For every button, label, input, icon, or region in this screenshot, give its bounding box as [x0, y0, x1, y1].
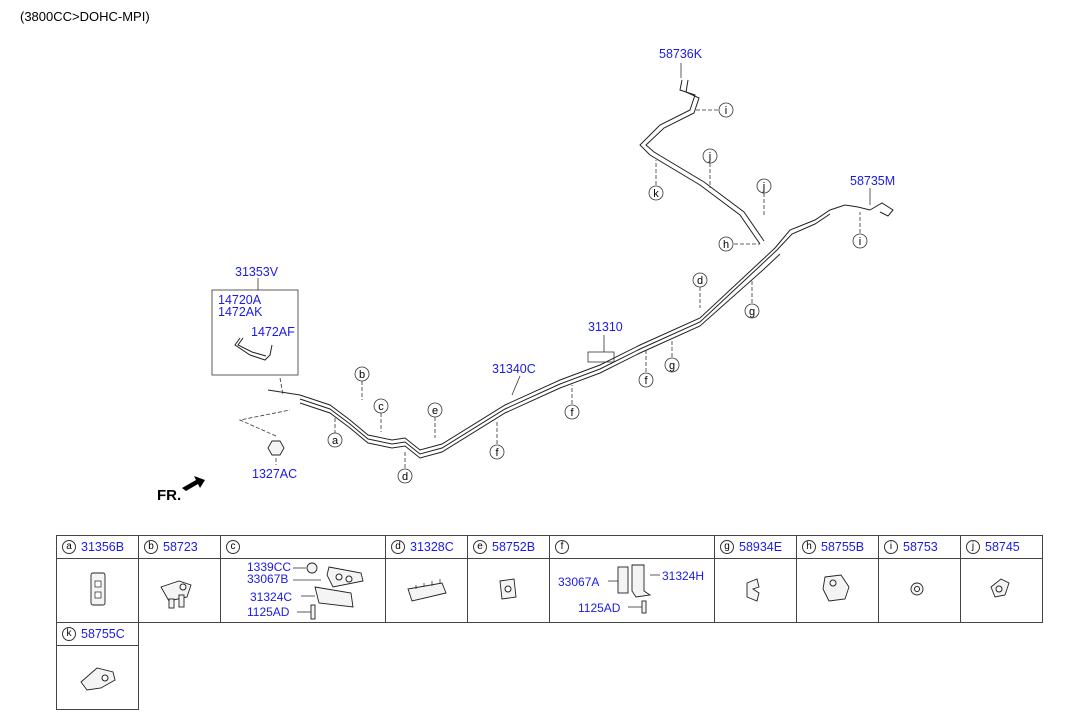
clip-31328C-image [407, 579, 447, 602]
label-31310: 31310 [588, 320, 623, 334]
callout-d-upper: d [692, 272, 708, 308]
legend-f: f 33067A 31324H 1125AD [549, 535, 715, 623]
grommet-58753-image [910, 582, 924, 596]
label-14720A: 14720A [218, 293, 262, 307]
svg-text:i: i [859, 236, 861, 248]
callout-j-2: j [756, 178, 772, 217]
front-direction-label: FR. [157, 487, 181, 504]
callout-d-lower: d [397, 452, 413, 484]
svg-text:f: f [495, 447, 499, 459]
label-58735M: 58735M [850, 174, 895, 188]
clip-58752B-image [499, 578, 517, 600]
label-58736K: 58736K [659, 47, 703, 61]
callout-e: e [427, 402, 443, 438]
callout-h: h [718, 236, 760, 252]
svg-text:j: j [708, 151, 711, 163]
svg-text:d: d [697, 275, 703, 287]
clamp-assembly-f-image [608, 564, 660, 614]
legend-c: c 1339CC 33067B 31324C 1125AD [220, 535, 386, 623]
svg-text:h: h [723, 239, 729, 251]
svg-text:b: b [359, 369, 365, 381]
callout-a: a [327, 418, 343, 448]
fuel-line-diagram: a b c d e f f f g d [157, 47, 895, 504]
svg-text:a: a [332, 435, 339, 447]
label-1472AF: 1472AF [251, 325, 295, 339]
label-1472AK: 1472AK [218, 305, 263, 319]
label-1327AC: 1327AC [252, 467, 297, 481]
callout-g-1: g [664, 340, 680, 373]
main-fuel-pipe [182, 63, 894, 491]
callout-c: c [373, 398, 389, 432]
callout-g-2: g [744, 280, 760, 319]
callout-f-1: f [489, 422, 505, 460]
svg-text:g: g [669, 360, 675, 372]
page-title: (3800CC>DOHC-MPI) [20, 9, 150, 24]
legend-empty [139, 623, 1043, 710]
svg-text:e: e [432, 405, 438, 417]
label-31340C: 31340C [492, 362, 536, 376]
clip-31356B-image [90, 572, 106, 606]
bracket-58723-image [160, 580, 192, 609]
callout-f-2: f [564, 385, 580, 420]
callout-i-2: i [852, 212, 868, 249]
svg-text:k: k [653, 188, 659, 200]
svg-text:f: f [644, 375, 648, 387]
svg-text:i: i [725, 105, 727, 117]
svg-text:f: f [570, 407, 574, 419]
callout-f-3: f [638, 350, 654, 388]
clip-58934E-image [746, 578, 760, 602]
clamp-assembly-c-image [293, 562, 364, 620]
callout-j-1: j [702, 148, 718, 188]
callout-k: k [648, 160, 664, 201]
clip-58755C-image [80, 667, 116, 691]
label-31353V: 31353V [235, 265, 279, 279]
svg-text:d: d [402, 471, 408, 483]
clip-58755B-image [822, 574, 850, 602]
svg-text:g: g [749, 306, 755, 318]
callout-i-1: i [696, 102, 734, 118]
svg-text:c: c [378, 401, 384, 413]
clip-58745-image [990, 578, 1010, 598]
callout-b: b [354, 366, 370, 400]
svg-text:j: j [762, 181, 765, 193]
